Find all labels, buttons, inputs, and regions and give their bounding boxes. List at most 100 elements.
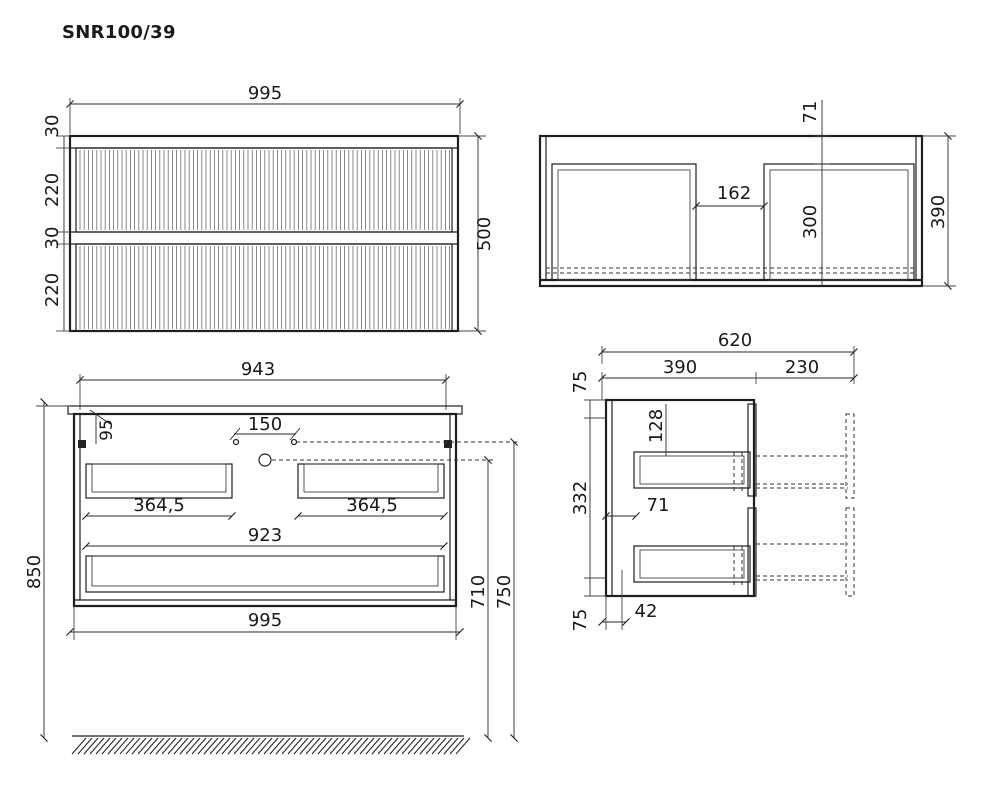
hatch-line — [263, 737, 279, 755]
hatch-line — [203, 737, 219, 755]
hatch-line — [227, 737, 243, 755]
hatch-line — [365, 737, 381, 755]
hatch-line — [425, 737, 441, 755]
front-cabinet — [68, 134, 460, 333]
left-cutout — [85, 463, 233, 499]
hatch-line — [389, 737, 405, 755]
hatch-line — [275, 737, 291, 755]
hatch-line — [401, 737, 417, 755]
back-height-750-label: 750 — [494, 575, 515, 609]
hatch-line — [239, 737, 255, 755]
front-top-gap-label: 30 — [42, 115, 63, 138]
hatch-line — [83, 737, 99, 755]
drain-hole — [258, 453, 272, 467]
side-top-75-label: 75 — [570, 371, 591, 394]
drawer-1-grooves — [79, 150, 451, 230]
drawing-title: SNR100/39 — [62, 22, 176, 43]
back-top-slab — [67, 405, 463, 415]
side-drawer-2 — [633, 545, 751, 583]
hatch-line — [107, 737, 123, 755]
hatch-line — [101, 737, 117, 755]
hatch-line — [173, 737, 189, 755]
hatch-line — [443, 737, 459, 755]
hatch-line — [413, 737, 429, 755]
hatch-line — [191, 737, 207, 755]
hatch-line — [329, 737, 345, 755]
hatch-line — [95, 737, 111, 755]
hatch-line — [221, 737, 237, 755]
top-between-label: 162 — [717, 183, 751, 204]
drawer-front-1 — [75, 147, 453, 233]
hatch-line — [245, 737, 261, 755]
top-view: 162 71 300 390 — [538, 100, 956, 290]
hatch-line — [113, 737, 129, 755]
back-right-cut-label: 364,5 — [346, 495, 398, 516]
back-cabinet — [72, 412, 458, 608]
hatch-line — [143, 737, 159, 755]
side-128-label: 128 — [646, 409, 667, 443]
hatch-line — [233, 737, 249, 755]
hatch-line — [209, 737, 225, 755]
drawer-2-grooves — [79, 246, 451, 329]
hatch-line — [251, 737, 267, 755]
back-mount-span-label: 943 — [241, 359, 275, 380]
front-view: 995 30 220 30 220 500 — [42, 83, 495, 335]
hatch-line — [281, 737, 297, 755]
hatch-line — [437, 737, 453, 755]
top-view-outline — [538, 134, 924, 288]
hatch-line — [305, 737, 321, 755]
hatch-line — [353, 737, 369, 755]
hatch-line — [137, 737, 153, 755]
hatch-line — [323, 737, 339, 755]
hatch-line — [407, 737, 423, 755]
hatch-line — [197, 737, 213, 755]
hatch-line — [299, 737, 315, 755]
side-71-label: 71 — [647, 495, 670, 516]
hatch-line — [431, 737, 447, 755]
top-inner-depth-label: 300 — [800, 205, 821, 239]
hatch-line — [257, 737, 273, 755]
hatch-line — [395, 737, 411, 755]
hatch-line — [77, 737, 93, 755]
front-mid-gap-label: 30 — [42, 227, 63, 250]
hatch-line — [149, 737, 165, 755]
hatch-line — [167, 737, 183, 755]
hatch-line — [161, 737, 177, 755]
side-part-a-label: 390 — [663, 357, 697, 378]
hatch-line — [179, 737, 195, 755]
side-42-label: 42 — [635, 601, 658, 622]
hatch-line — [89, 737, 105, 755]
top-offset-label: 71 — [800, 101, 821, 124]
hatch-line — [455, 737, 471, 755]
back-view: 943 95 150 364,5 364,5 — [24, 359, 520, 755]
right-bracket — [444, 440, 452, 448]
hatch-line — [383, 737, 399, 755]
back-width-label: 995 — [248, 610, 282, 631]
top-depth-label: 390 — [928, 195, 949, 229]
hatch-line — [287, 737, 303, 755]
back-height-850-label: 850 — [24, 555, 45, 589]
back-height-710-label: 710 — [468, 575, 489, 609]
back-left-cut-label: 364,5 — [133, 495, 185, 516]
hatch-line — [269, 737, 285, 755]
hatch-line — [371, 737, 387, 755]
back-offset-label: 95 — [97, 419, 117, 441]
side-cabinet — [604, 398, 756, 598]
front-drawer2-label: 220 — [42, 273, 63, 307]
hatch-line — [377, 737, 393, 755]
hatch-line — [347, 737, 363, 755]
hatch-line — [311, 737, 327, 755]
hatch-line — [341, 737, 357, 755]
hatch-line — [293, 737, 309, 755]
side-view: 620 390 230 — [570, 330, 858, 631]
bottom-cutout — [85, 555, 445, 593]
side-part-b-label: 230 — [785, 357, 819, 378]
floor-hatch — [71, 737, 471, 755]
hatch-line — [131, 737, 147, 755]
hatch-line — [185, 737, 201, 755]
front-height-label: 500 — [474, 217, 495, 251]
back-hole-span-label: 150 — [248, 414, 282, 435]
left-bracket — [78, 440, 86, 448]
hatch-line — [119, 737, 135, 755]
